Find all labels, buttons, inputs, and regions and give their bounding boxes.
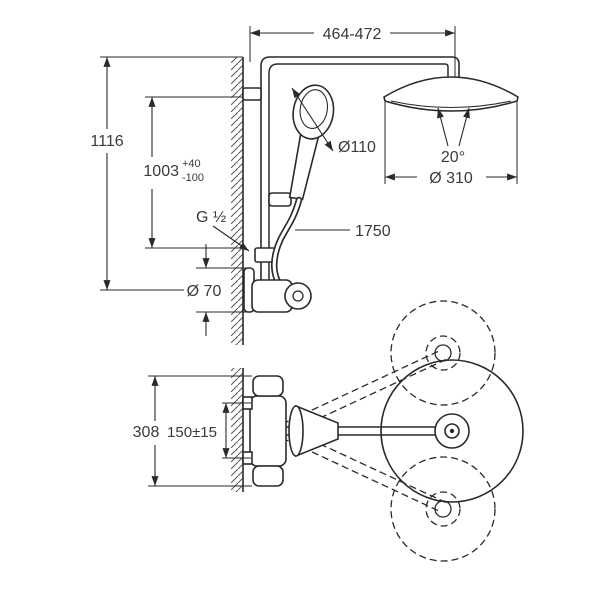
dim-riser-height-label: 1003 [143,163,179,180]
dim-riser-tol-plus-label: +40 [182,158,201,170]
dim-arm-projection: 464-472 [249,26,456,77]
hand-shower-handle [288,132,320,201]
hand-shower-head [292,84,335,140]
dim-trim-width-label: 308 [133,424,160,441]
dim-escutcheon-diameter-label: Ø 70 [187,283,222,300]
joint-center-dot [449,428,455,434]
dim-supply-distance-label: 150±15 [167,424,217,441]
side-view: 464-472 1116 1003 +40 -100 G ½ [90,26,519,345]
valve-handle [284,282,312,310]
dim-trim-width: 308 [133,375,252,487]
thread-size-label: G ½ [196,209,226,226]
valve-handle-bottom [252,465,284,487]
dim-overall-height-label: 1116 [90,133,123,150]
thermostat-valve [243,267,312,313]
dim-head-shower-diameter-label: Ø 310 [429,170,473,187]
leader-line [212,225,250,252]
valve-handle-center [292,290,304,302]
dim-arm-projection-label: 464-472 [323,26,382,43]
angle-line [458,107,470,147]
angle-line [437,107,449,147]
dim-escutcheon-diameter: Ø 70 [187,244,247,336]
dim-riser-tol-minus-label: -100 [182,172,204,184]
swivel-head-position-down [390,456,496,562]
hose-length-label: 1750 [355,223,391,240]
hose-length-callout: 1750 [295,223,391,240]
dim-head-shower-diameter: Ø 310 [384,102,518,187]
wall-hatch-bottom [231,368,243,492]
thermostat-top-view [242,375,287,487]
head-ball-joint [434,413,470,449]
head-tilt-angle-callout: 20° [437,107,470,166]
dim-riser-height: 1003 +40 -100 [143,96,243,249]
head-shower-face-line [390,100,512,109]
swivel-head-position-up [390,300,496,406]
dim-hand-shower-diameter: Ø110 [291,87,376,156]
hand-shower-rim [288,405,304,457]
swivel-joint-ring [425,491,461,527]
valve-handle-top [252,375,284,397]
hand-shower [288,84,335,201]
dim-line [291,87,334,152]
hand-shower-holder [268,192,292,207]
dim-overall-height: 1116 [90,56,243,291]
riser-pipe-outer [260,56,460,282]
wall-bracket [242,87,262,101]
head-shower-side [383,76,519,112]
plan-view: 308 150±15 [133,300,524,562]
dim-supply-distance: 150±15 [167,402,251,459]
riser-pipe-inner [268,63,449,282]
head-tilt-angle-label: 20° [441,149,465,166]
swivel-joint-center [434,500,452,518]
valve-body-top-view [249,395,287,467]
swivel-joint-ring [425,335,461,371]
wall-hatch-top [231,57,243,345]
hand-shower-top-view [288,404,339,458]
swivel-joint-center [434,344,452,362]
thread-size-callout: G ½ [196,209,250,252]
dim-hand-shower-diameter-label: Ø110 [338,139,376,156]
